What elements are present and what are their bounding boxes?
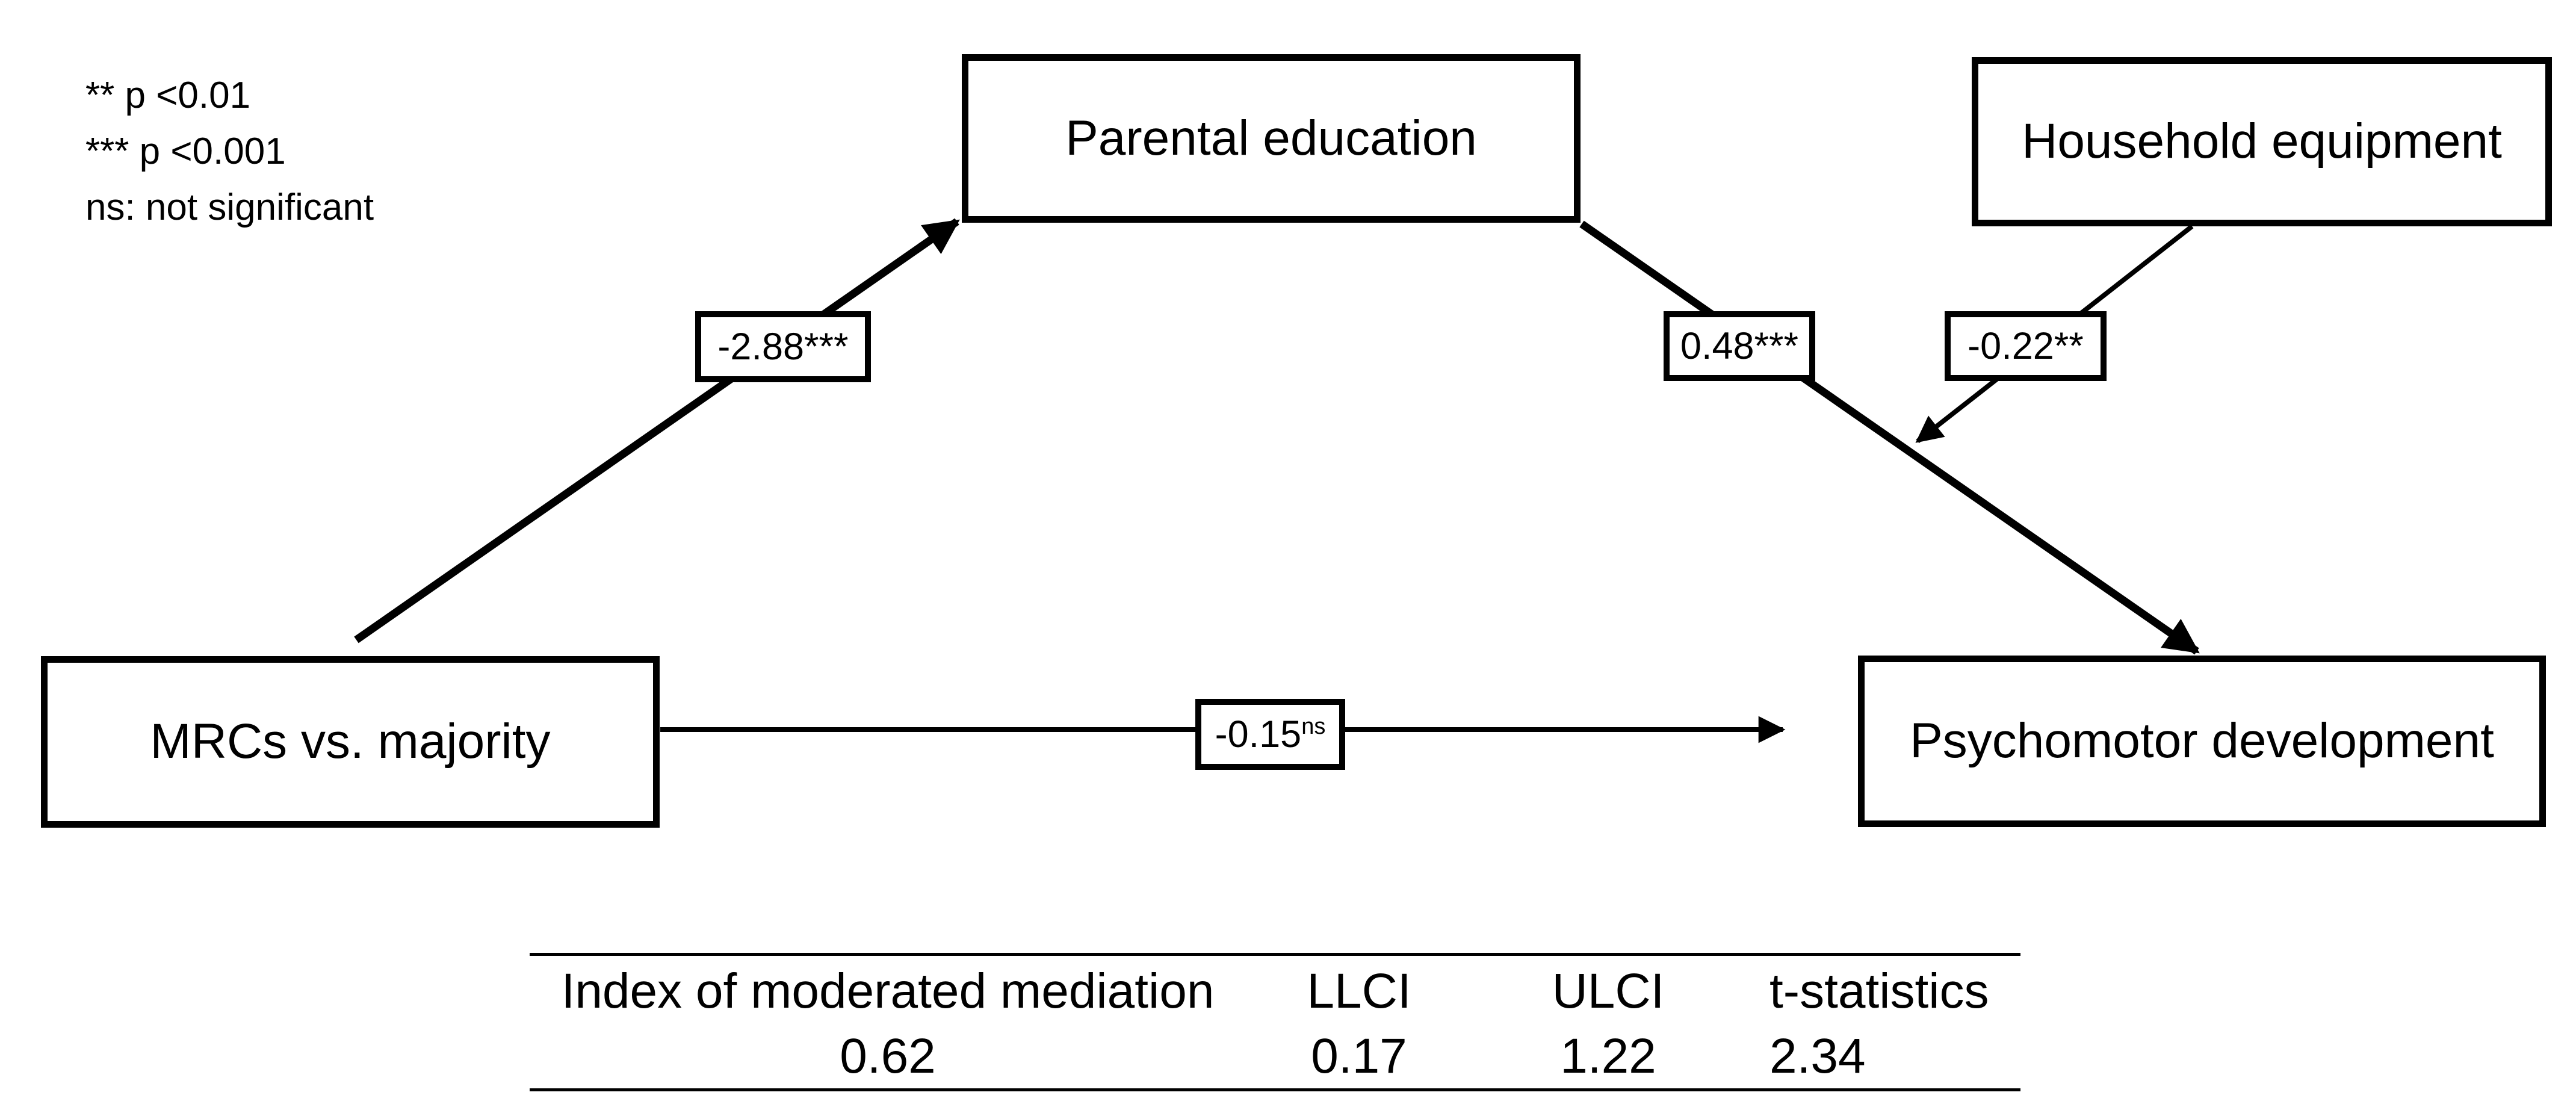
- coefficient-moderation-label: -0.22**: [1968, 325, 2084, 367]
- table-value-ulci: 1.22: [1560, 1029, 1656, 1084]
- table-top-rule: [530, 953, 2020, 956]
- table-value-t-statistics: 2.34: [1769, 1029, 1866, 1084]
- coefficient-b-path-label: 0.48***: [1680, 325, 1799, 367]
- node-psychomotor-development: Psychomotor development: [1858, 656, 2546, 827]
- coefficient-direct-path-label: -0.15ns: [1215, 713, 1326, 756]
- table-bottom-rule: [530, 1088, 2020, 1091]
- node-household-equipment: Household equipment: [1972, 57, 2552, 226]
- coefficient-direct-value: -0.15: [1215, 713, 1302, 755]
- node-parental-education: Parental education: [962, 54, 1581, 223]
- node-mrcs-vs-majority: MRCs vs. majority: [41, 656, 660, 828]
- coefficient-b-path: 0.48***: [1664, 311, 1815, 381]
- b-path-arrow: [1579, 220, 2200, 655]
- table-header-llci: LLCI: [1307, 964, 1411, 1019]
- a-path-arrow: [354, 218, 960, 643]
- significance-legend: ** p <0.01 *** p <0.001 ns: not signific…: [85, 67, 374, 235]
- node-household-equipment-label: Household equipment: [2022, 114, 2502, 169]
- table-header-index-of-moderated-mediation: Index of moderated mediation: [561, 964, 1215, 1019]
- node-parental-education-label: Parental education: [1065, 110, 1477, 166]
- coefficient-direct-ns-superscript: ns: [1301, 714, 1326, 739]
- legend-line-p01: ** p <0.01: [85, 75, 251, 116]
- table-header-t-statistics: t-statistics: [1769, 964, 1989, 1019]
- table-value-index: 0.62: [840, 1029, 936, 1084]
- table-header-ulci: ULCI: [1552, 964, 1665, 1019]
- coefficient-moderation: -0.22**: [1945, 311, 2107, 381]
- coefficient-direct-path: -0.15ns: [1195, 699, 1345, 770]
- coefficient-a-path: -2.88***: [695, 311, 871, 382]
- node-psychomotor-development-label: Psychomotor development: [1910, 713, 2494, 769]
- coefficient-a-path-label: -2.88***: [717, 326, 849, 368]
- legend-line-ns: ns: not significant: [85, 187, 374, 228]
- legend-line-p001: *** p <0.001: [85, 131, 286, 172]
- node-mrcs-vs-majority-label: MRCs vs. majority: [150, 714, 551, 769]
- table-value-llci: 0.17: [1311, 1029, 1407, 1084]
